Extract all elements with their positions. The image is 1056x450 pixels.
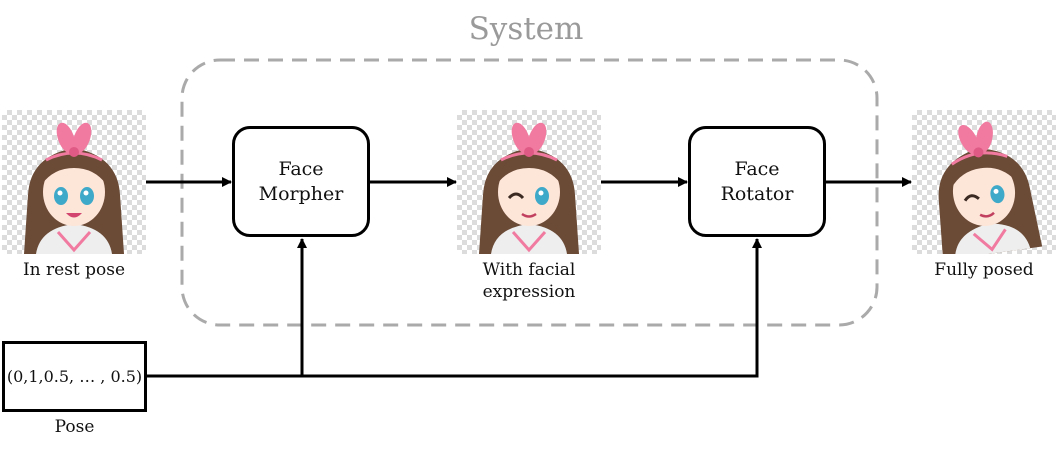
face-rotator-node: Face Rotator [688, 126, 826, 237]
system-boundary [180, 58, 879, 327]
rest-pose-image [2, 110, 146, 254]
face-morpher-node: Face Morpher [232, 126, 370, 237]
system-title: System [468, 11, 584, 47]
facial-expression-image [457, 110, 601, 254]
pose-vector-box: (0,1,0.5, … , 0.5) [2, 341, 147, 412]
fully-posed-label: Fully posed [934, 260, 1034, 280]
fully-posed-image [912, 110, 1056, 254]
pose-feed-line [147, 238, 762, 378]
pose-label: Pose [54, 417, 95, 437]
rest-pose-label: In rest pose [22, 260, 126, 280]
pose-vector-value: (0,1,0.5, … , 0.5) [6, 367, 143, 386]
facial-expression-label: With facial expression [482, 260, 576, 302]
